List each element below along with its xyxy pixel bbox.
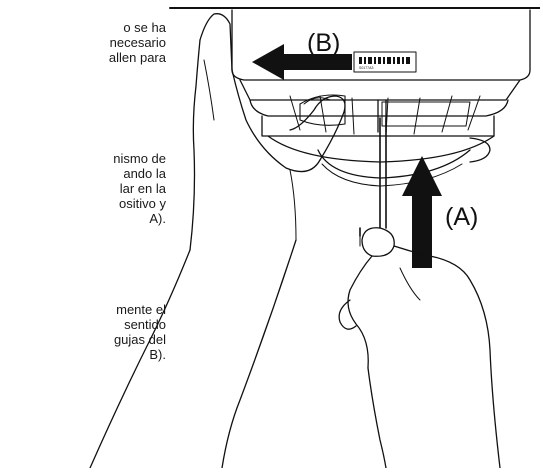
instruction-line: B).: [149, 347, 166, 362]
instruction-paragraph-2: nismo de ando la lar en la ositivo y A).: [0, 151, 166, 226]
arrow-left-icon: [252, 44, 352, 80]
instruction-line: o se ha: [123, 20, 166, 35]
instruction-line: lar en la: [119, 181, 166, 196]
hand-icon: [89, 13, 346, 468]
instruction-line: A).: [149, 211, 166, 226]
instruction-line: gujas del: [113, 332, 166, 347]
arrow-up-icon: [402, 156, 442, 268]
instruction-line: necesario: [109, 35, 166, 50]
label-b: (B): [307, 29, 341, 57]
instruction-line: allen para: [108, 50, 166, 65]
instruction-line: ando la: [123, 166, 166, 181]
device-serial-label: S0177A3: [359, 66, 373, 70]
hand-icon: [338, 227, 501, 468]
instruction-line: nismo de: [113, 151, 166, 166]
instruction-paragraph-1: o se ha necesario allen para: [0, 20, 166, 65]
barcode-icon: [353, 51, 417, 73]
smoke-detector-icon: [231, 9, 531, 187]
instruction-line: mente el: [116, 302, 166, 317]
label-a: (A): [445, 203, 479, 231]
instruction-line: ositivo y: [119, 196, 166, 211]
